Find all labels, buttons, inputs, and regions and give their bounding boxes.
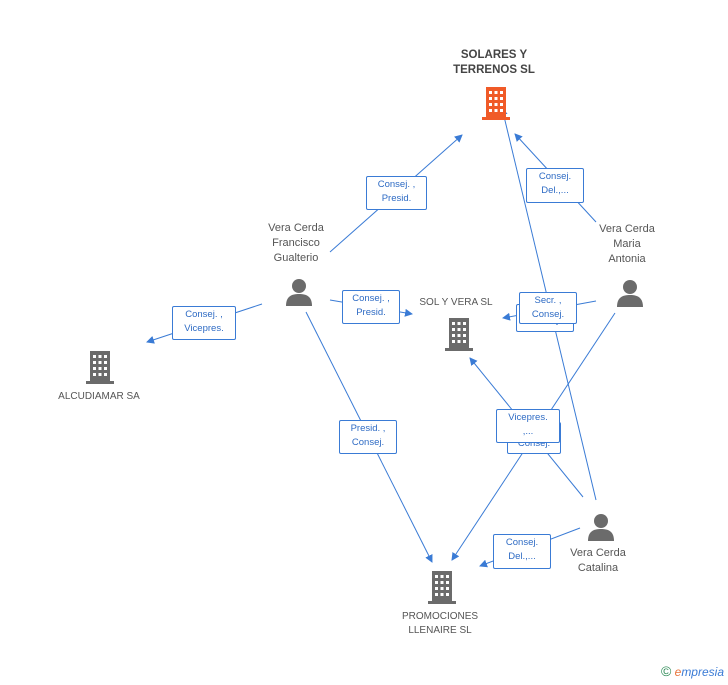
alcudiamar-label[interactable]: ALCUDIAMAR SA (58, 391, 140, 402)
maria-person-icon[interactable] (615, 278, 645, 313)
copyright: © empresia (661, 663, 724, 679)
promociones-building-icon[interactable] (426, 570, 458, 609)
catalina-person-icon[interactable] (586, 512, 616, 547)
francisco-person-icon[interactable] (284, 277, 314, 312)
edge-label-maria-promociones[interactable]: Vicepres. ,... (496, 409, 560, 443)
solares-building-icon[interactable] (480, 86, 512, 125)
edge-label-maria-solvera[interactable]: Secr. , Consej. (519, 292, 577, 324)
alcudiamar-building-icon[interactable] (84, 350, 116, 389)
edge-label-catalina-promociones[interactable]: Consej. Del.,... (493, 534, 551, 569)
maria-label[interactable]: Vera Cerda Maria Antonia (599, 223, 655, 265)
copyright-icon: © (660, 663, 672, 679)
empresia-logo[interactable]: empresia (674, 665, 724, 679)
francisco-label[interactable]: Vera Cerda Francisco Gualterio (268, 222, 324, 264)
solvera-building-icon[interactable] (443, 317, 475, 356)
edge-label-francisco-alcudiamar[interactable]: Consej. , Vicepres. (172, 306, 236, 340)
promociones-label[interactable]: PROMOCIONES LLENAIRE SL (401, 611, 479, 636)
edge-label-francisco-promociones[interactable]: Presid. , Consej. (339, 420, 397, 454)
edge-label-francisco-solvera[interactable]: Consej. , Presid. (342, 290, 400, 324)
edge-label-francisco-solares[interactable]: Consej. , Presid. (366, 176, 427, 210)
solvera-label[interactable]: SOL Y VERA SL (419, 297, 493, 308)
solares-label[interactable]: SOLARES Y TERRENOS SL (453, 49, 535, 76)
edge-label-maria-solares[interactable]: Consej. Del.,... (526, 168, 584, 203)
catalina-label[interactable]: Vera Cerda Catalina (570, 547, 626, 574)
